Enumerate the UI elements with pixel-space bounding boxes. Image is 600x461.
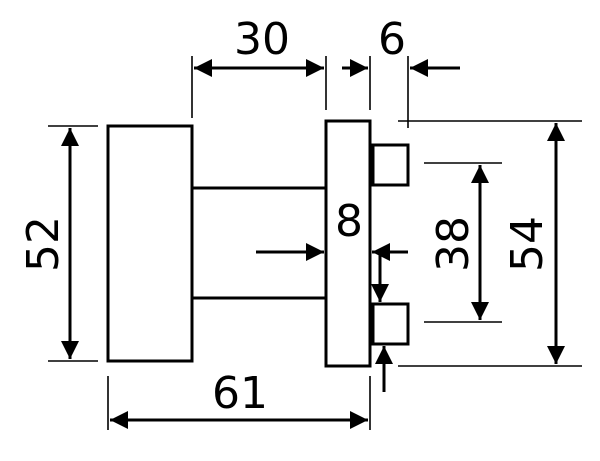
mounting-plate [324, 119, 372, 368]
dimension-54-label: 54 [502, 216, 553, 272]
extension-lines [48, 56, 582, 430]
dimension-61-label: 61 [212, 368, 268, 419]
dimension-30-label: 30 [234, 14, 290, 65]
fixing-pin-top [371, 143, 410, 187]
dimension-6-label: 6 [378, 14, 406, 65]
rosette-plate [106, 124, 194, 363]
fixing-pin-bottom [371, 302, 410, 346]
dimension-8-label: 8 [335, 196, 363, 247]
dimension-lines [61, 59, 565, 429]
dimension-38-label: 38 [428, 216, 479, 272]
knob-neck [190, 186, 328, 300]
dimension-52-label: 52 [18, 216, 69, 272]
